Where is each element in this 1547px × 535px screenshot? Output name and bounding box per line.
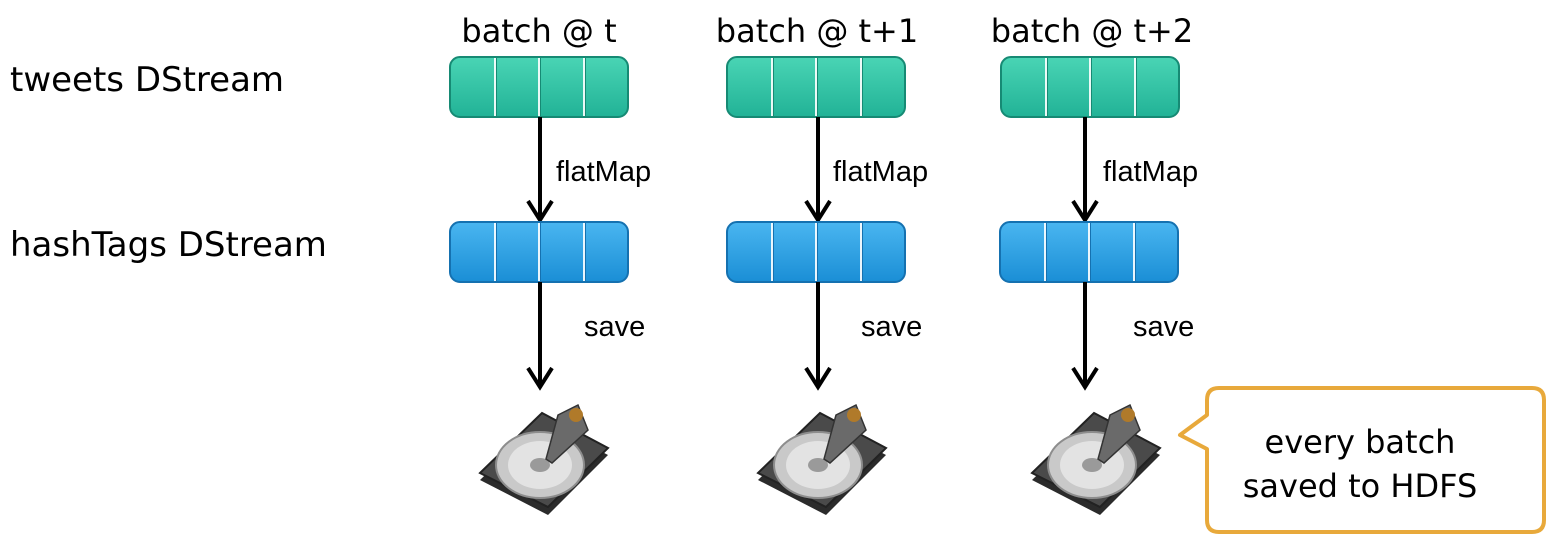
hard-drive-icon <box>1030 403 1162 515</box>
save-label: save <box>861 311 923 343</box>
batch-label: batch @ t+1 <box>715 12 919 50</box>
save-label: save <box>584 311 646 343</box>
hard-drive-icon <box>756 403 888 515</box>
flatmap-arrow <box>804 117 832 224</box>
batch-label: batch @ t <box>461 12 617 50</box>
callout-line-2: saved to HDFS <box>1242 467 1478 505</box>
callout-bubble <box>1178 386 1546 534</box>
tweets-dstream-label: tweets DStream <box>10 60 285 100</box>
hashtags-dstream-label: hashTags DStream <box>10 225 327 265</box>
save-label: save <box>1133 311 1195 343</box>
flatmap-arrow <box>1071 117 1099 224</box>
batch-label: batch @ t+2 <box>990 12 1194 50</box>
flatmap-arrow <box>526 117 554 224</box>
hard-drive-icon <box>478 403 610 515</box>
callout-line-1: every batch <box>1264 423 1456 461</box>
tweets-batch-block <box>726 56 906 118</box>
tweets-batch-block <box>449 56 629 118</box>
save-arrow <box>804 282 832 391</box>
flatmap-label: flatMap <box>1103 156 1199 188</box>
callout-text: every batch saved to HDFS <box>1205 420 1515 508</box>
save-arrow <box>1071 282 1099 391</box>
flatmap-label: flatMap <box>556 156 652 188</box>
hashtags-batch-block <box>449 221 629 283</box>
hashtags-batch-block <box>999 221 1179 283</box>
save-arrow <box>526 282 554 391</box>
tweets-batch-block <box>1000 56 1180 118</box>
flatmap-label: flatMap <box>833 156 929 188</box>
hashtags-batch-block <box>726 221 906 283</box>
